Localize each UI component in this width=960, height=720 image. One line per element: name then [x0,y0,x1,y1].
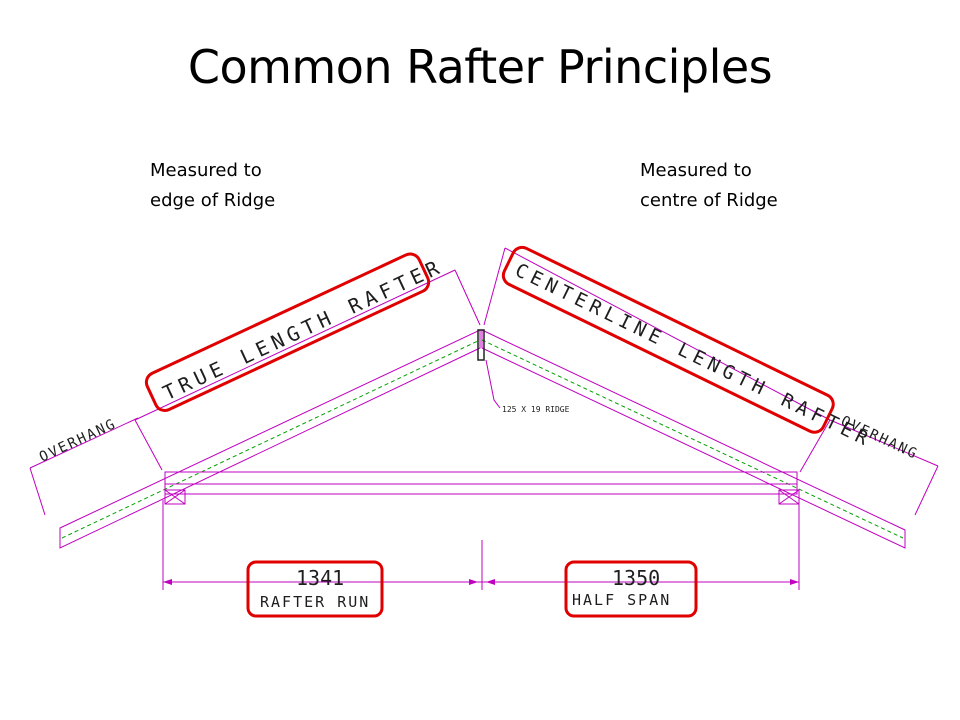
overhang-left-label: OVERHANG [37,416,119,466]
half-span-callout: 1350 HALF SPAN [564,560,698,618]
overhang-left-group: OVERHANG [37,416,119,466]
extension-lines [162,500,800,590]
note-left-line1: Measured to [150,160,262,181]
right-rafter [481,329,906,549]
left-rafter [59,329,481,549]
note-left-line2: edge of Ridge [150,190,276,211]
ridge-note: 125 X 19 RIDGE [502,405,570,414]
note-right-line2: centre of Ridge [640,190,778,211]
overhang-right-dimension [829,419,939,516]
wall-plate-left [164,489,186,505]
centerline-length-label: CENTERLINE LENGTH RAFTER [512,259,876,452]
centerline-length-dimension [483,247,831,473]
true-length-group: TRUE LENGTH RAFTER [144,252,447,412]
rafter-run-callout: 1341 RAFTER RUN [246,560,384,618]
centerline-length-group: CENTERLINE LENGTH RAFTER [501,245,876,452]
ceiling-joist [164,471,798,495]
note-right-line1: Measured to [640,160,752,181]
wall-plate-right [778,489,800,505]
note-measured-edge: Measured to edge of Ridge [150,156,275,216]
note-measured-centre: Measured to centre of Ridge [640,156,778,216]
run-dimension-line [163,579,799,585]
half-span-label: HALF SPAN [572,591,671,609]
overhang-left-dimension [29,417,139,516]
rafter-run-label: RAFTER RUN [260,593,370,611]
true-length-label: TRUE LENGTH RAFTER [159,254,447,405]
slide-title: Common Rafter Principles [187,40,773,94]
true-length-dimension [134,269,481,471]
rafter-run-value: 1341 [296,566,344,590]
ridge-board [477,329,501,409]
half-span-value: 1350 [612,566,660,590]
